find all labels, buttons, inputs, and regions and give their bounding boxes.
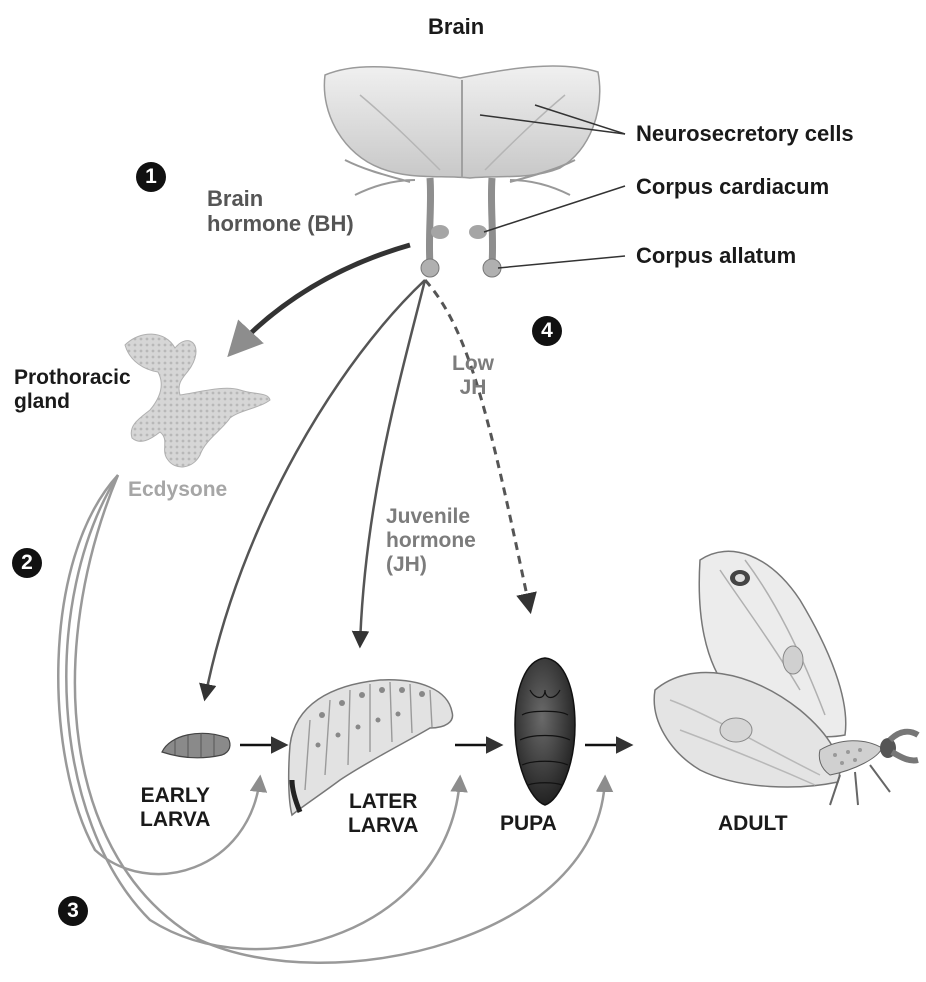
prothoracic-gland-illustration [125, 334, 270, 467]
brain-label: Brain [428, 14, 484, 39]
low-jh-label: Low JH [452, 352, 494, 400]
corpus-cardiacum-label: Corpus cardiacum [636, 174, 829, 199]
brain-illustration [324, 66, 599, 277]
step-1-badge: 1 [136, 162, 166, 192]
brain-hormone-label: Brain hormone (BH) [207, 186, 354, 237]
step-4-badge: 4 [532, 316, 562, 346]
corpus-allatum-label: Corpus allatum [636, 243, 796, 268]
prothoracic-gland-label: Prothoracic gland [14, 366, 131, 414]
pupa-label: PUPA [500, 812, 557, 836]
adult-label: ADULT [718, 812, 788, 836]
bh-arrow [232, 245, 410, 352]
pupa-illustration [515, 658, 575, 805]
early-larva-label: EARLY LARVA [140, 784, 210, 832]
later-larva-label: LATER LARVA [348, 790, 418, 838]
ecdysone-label: Ecdysone [128, 478, 227, 502]
jh-arrow-later-larva [360, 280, 425, 645]
adult-moth-illustration [654, 551, 918, 805]
step-3-badge: 3 [58, 896, 88, 926]
neurosecretory-cells-label: Neurosecretory cells [636, 121, 854, 146]
juvenile-hormone-label: Juvenile hormone (JH) [386, 505, 476, 577]
early-larva-illustration [162, 733, 230, 758]
step-2-badge: 2 [12, 548, 42, 578]
